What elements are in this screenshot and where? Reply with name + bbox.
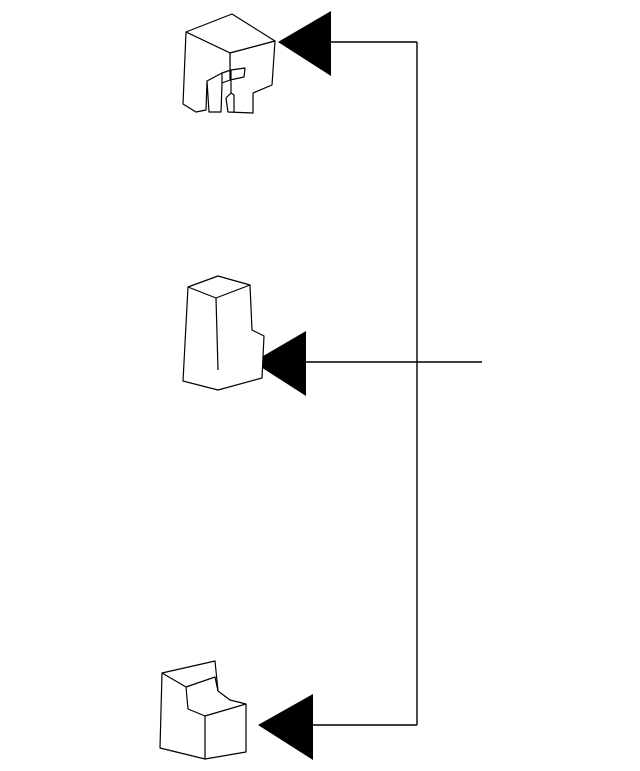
shape-top-left-face [182, 31, 231, 113]
shape-bottom-outline [159, 660, 247, 760]
arrowhead-middle [253, 331, 306, 396]
shape-middle-front-edge [187, 284, 251, 371]
shape-top [182, 13, 276, 114]
arrowhead-top [278, 11, 331, 76]
shape-bottom [159, 660, 247, 760]
shape-top-notch-detail [230, 92, 235, 112]
shape-bottom-inner-edges [185, 676, 219, 759]
shape-top-slot-detail [206, 69, 232, 83]
shape-middle-outline [182, 275, 265, 391]
arrowhead-bottom [258, 694, 313, 760]
arrowheads [253, 11, 331, 760]
connector-lines [305, 41, 482, 726]
shape-bottom-step-face [161, 672, 247, 717]
shape-top-right-face [225, 40, 276, 114]
shape-middle [182, 275, 265, 391]
